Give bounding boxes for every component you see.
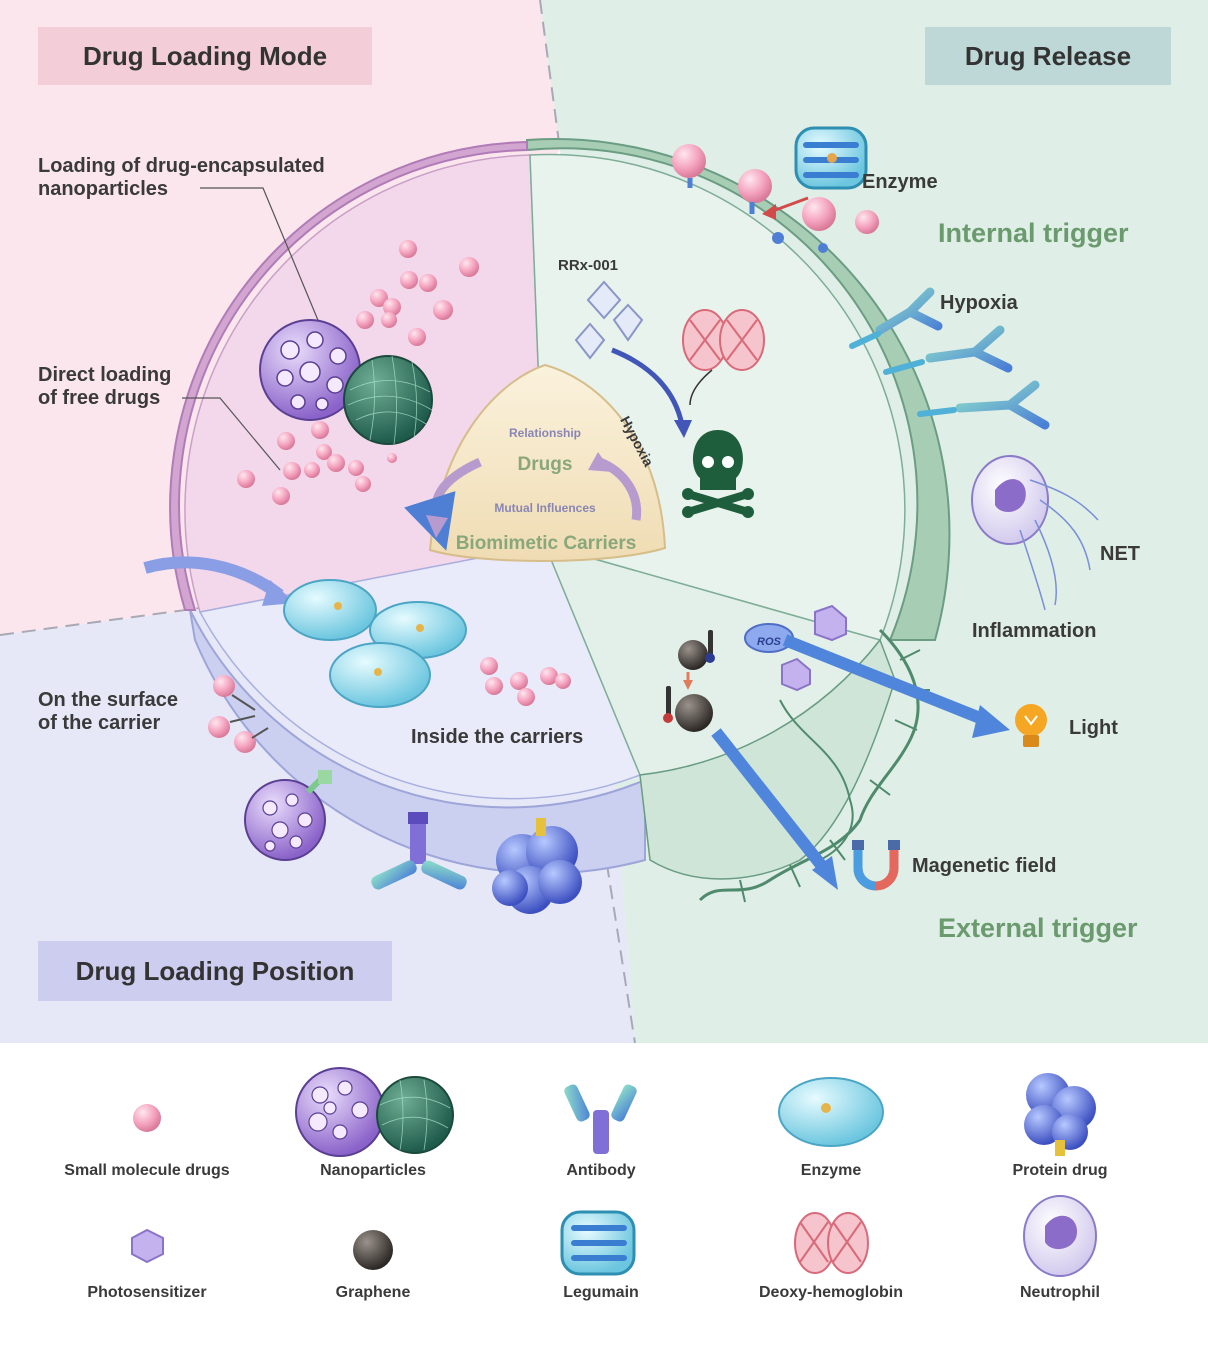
legend-protein-drug: Protein drug — [1012, 1162, 1108, 1179]
label-ros: ROS — [757, 636, 781, 648]
antibody-surface — [371, 812, 467, 890]
center-relationship: Relationship — [508, 426, 581, 440]
label-surface-line1: On the surface — [38, 689, 179, 711]
legend-neutrophil: Neutrophil — [1020, 1284, 1100, 1301]
label-inflammation: Inflammation — [972, 620, 1097, 642]
legend-deoxy-hemoglobin: Deoxy-hemoglobin — [758, 1284, 903, 1301]
nanoparticle-pair — [259, 319, 433, 445]
title-drug-loading-position: Drug Loading Position — [75, 955, 355, 986]
skull-icon — [682, 430, 754, 518]
label-net: NET — [1100, 543, 1140, 565]
legend-photosensitizer: Photosensitizer — [87, 1284, 207, 1301]
rrx-crystals — [574, 280, 644, 360]
hypoxia-antibodies — [849, 287, 1050, 430]
label-free-drug-loading-line2: of free drugs — [38, 387, 161, 409]
label-nanoparticle-loading-line1: Loading of drug-encapsulated — [38, 155, 325, 177]
legend-antibody: Antibody — [566, 1162, 636, 1179]
label-hypoxia-trigger: Hypoxia — [940, 292, 1018, 314]
legumain-enzyme — [794, 126, 868, 190]
center-drugs: Drugs — [517, 454, 573, 475]
center-biomimetic-carriers: Biomimetic Carriers — [455, 533, 637, 554]
internal-trigger-label: Internal trigger — [938, 218, 1129, 248]
light-bulb-icon — [1015, 704, 1047, 747]
neutrophil-net — [971, 455, 1099, 611]
protein-drug-surface — [492, 818, 582, 914]
label-free-drug-loading-line1: Direct loading — [38, 364, 172, 386]
enzyme-blobs — [283, 579, 467, 708]
title-drug-loading-mode: Drug Loading Mode — [82, 40, 328, 71]
label-magnetic-field: Magenetic field — [912, 855, 1057, 877]
label-rrx-001: RRx-001 — [558, 257, 619, 274]
free-drug-spheres — [237, 240, 479, 505]
legend-icons — [131, 1067, 1097, 1277]
inside-drug-spheres — [480, 657, 571, 706]
title-drug-release: Drug Release — [964, 40, 1132, 71]
deoxy-hemoglobin-release — [682, 309, 765, 371]
legend-nanoparticles: Nanoparticles — [320, 1162, 426, 1179]
label-nanoparticle-loading-line2: nanoparticles — [38, 178, 169, 200]
magnet-icon — [852, 840, 900, 891]
label-surface-line2: of the carrier — [38, 712, 161, 734]
legend-legumain: Legumain — [563, 1284, 639, 1301]
label-enzyme-trigger: Enzyme — [862, 171, 938, 193]
legend-small-molecule-drugs: Small molecule drugs — [64, 1162, 230, 1179]
external-trigger-label: External trigger — [938, 913, 1138, 943]
legend-enzyme: Enzyme — [800, 1162, 862, 1179]
label-light: Light — [1069, 717, 1118, 739]
label-inside-carriers: Inside the carriers — [411, 726, 584, 748]
legend-graphene: Graphene — [335, 1284, 411, 1301]
center-mutual-influences: Mutual Influences — [494, 501, 596, 515]
surface-drugs — [208, 675, 269, 753]
